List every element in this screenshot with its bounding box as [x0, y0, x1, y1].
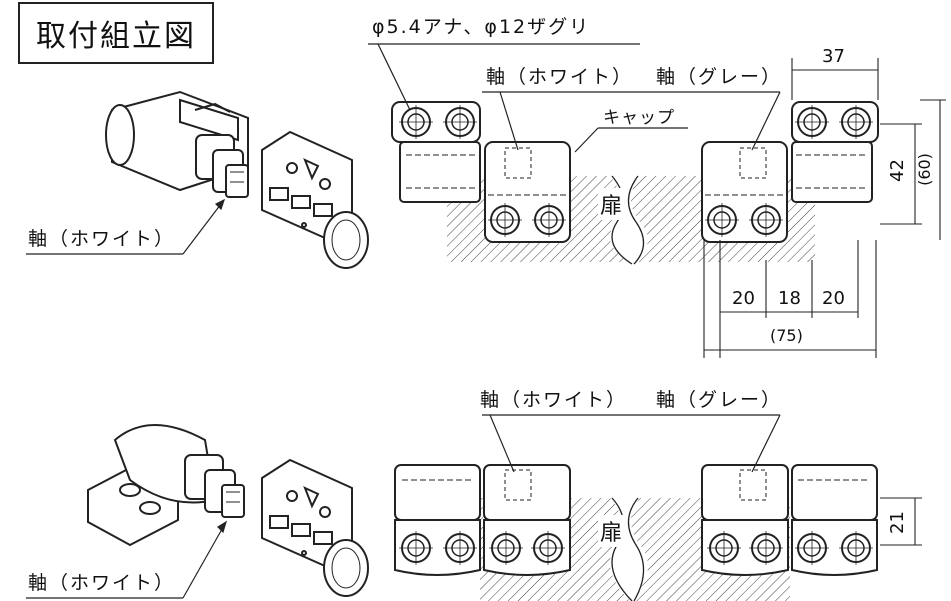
iso-hinge-body-bottom: [261, 458, 369, 597]
dim-60: (60): [914, 153, 934, 186]
leader-left-shaft-top: [26, 198, 226, 255]
label-shaft-white-top: 軸（ホワイト）: [486, 66, 634, 88]
dim-21: 21: [886, 511, 908, 534]
iso-hinge-shaft-bottom: [87, 424, 245, 547]
dim-20-right: 20: [822, 288, 845, 309]
label-door-top: 扉: [598, 188, 625, 220]
bracket-right-top: [791, 101, 879, 203]
label-shaft-gray-bottom: 軸（グレー）: [656, 389, 783, 411]
dim-42: 42: [886, 159, 908, 182]
block-gray-bottom: [701, 464, 789, 576]
label-left-shaft-bottom: 軸（ホワイト）: [28, 572, 176, 594]
dim-18: 18: [778, 288, 801, 309]
bracket-right-bottom: [791, 464, 878, 576]
leader-left-shaft-bottom: [26, 520, 228, 599]
dims-bottom: [880, 497, 922, 546]
bracket-left-bottom: [394, 464, 481, 576]
leaders-bottom-elevation: [482, 414, 781, 473]
label-hole-spec: φ5.4アナ、φ12ザグリ: [372, 16, 591, 38]
iso-hinge-shaft-top: [105, 90, 249, 198]
block-white-bottom: [483, 464, 571, 576]
label-cap: キャップ: [603, 108, 675, 128]
dim-75: (75): [770, 326, 803, 345]
label-shaft-white-bottom: 軸（ホワイト）: [480, 389, 628, 411]
dim-20-left: 20: [732, 288, 755, 309]
block-white-top: [484, 141, 571, 243]
drawing-title: 取付組立図: [18, 2, 214, 64]
label-left-shaft-top: 軸（ホワイト）: [28, 228, 176, 250]
label-door-bottom: 扉: [598, 515, 625, 547]
dim-37: 37: [822, 46, 845, 67]
label-shaft-gray-top: 軸（グレー）: [656, 66, 783, 88]
dims-top: [703, 58, 946, 358]
iso-hinge-body-top: [261, 130, 369, 269]
leaders-top-elevation: [368, 43, 781, 153]
block-gray-top: [701, 141, 788, 243]
bracket-left-top: [391, 101, 481, 203]
